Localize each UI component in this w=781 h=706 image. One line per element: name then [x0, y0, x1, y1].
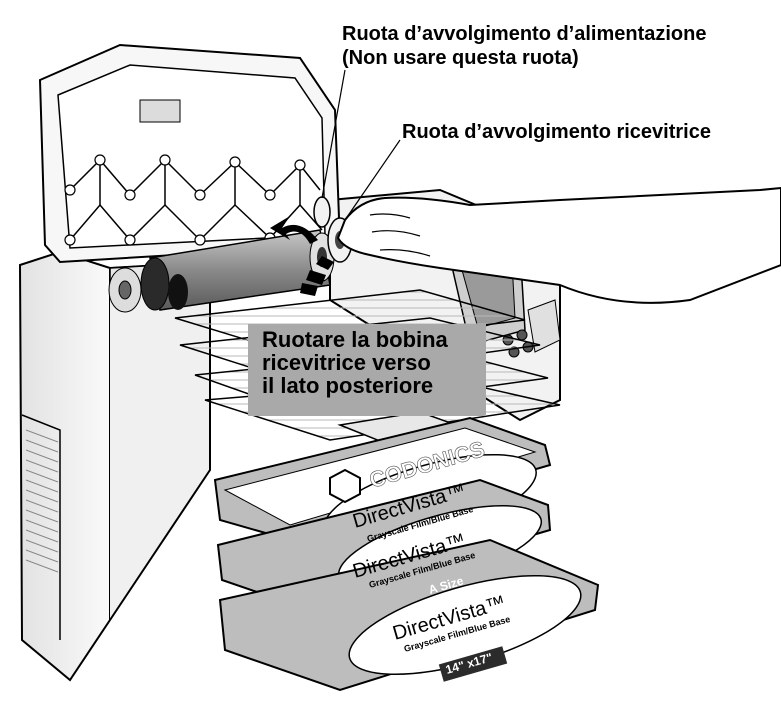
- instruction-box: [248, 324, 486, 416]
- ribbon-roll: [108, 229, 335, 313]
- instruction-line-1: Ruotare la bobina: [262, 327, 448, 352]
- open-lid: [38, 43, 342, 264]
- rotate-arrow-icon: [270, 216, 334, 296]
- instruction-line-3: il lato posteriore: [262, 373, 434, 398]
- hand-illustration: [336, 186, 781, 304]
- feed-wheel: [313, 196, 331, 228]
- callout-feed-line2: (Non usare questa ruota): [342, 47, 579, 69]
- instruction-line-2: ricevitrice verso: [262, 350, 431, 375]
- callout-feed-wheel: Ruota d’avvolgimento d’alimentazione (No…: [342, 22, 707, 70]
- cassette-3: [218, 538, 600, 692]
- leader-lines: [321, 69, 401, 221]
- instruction-text: Ruotare la bobina ricevitrice verso il l…: [262, 328, 448, 397]
- callout-takeup-wheel: Ruota d’avvolgimento ricevitrice: [402, 121, 711, 143]
- codonics-logo-icon: [329, 468, 361, 504]
- callout-feed-line1: Ruota d’avvolgimento d’alimentazione: [342, 23, 707, 45]
